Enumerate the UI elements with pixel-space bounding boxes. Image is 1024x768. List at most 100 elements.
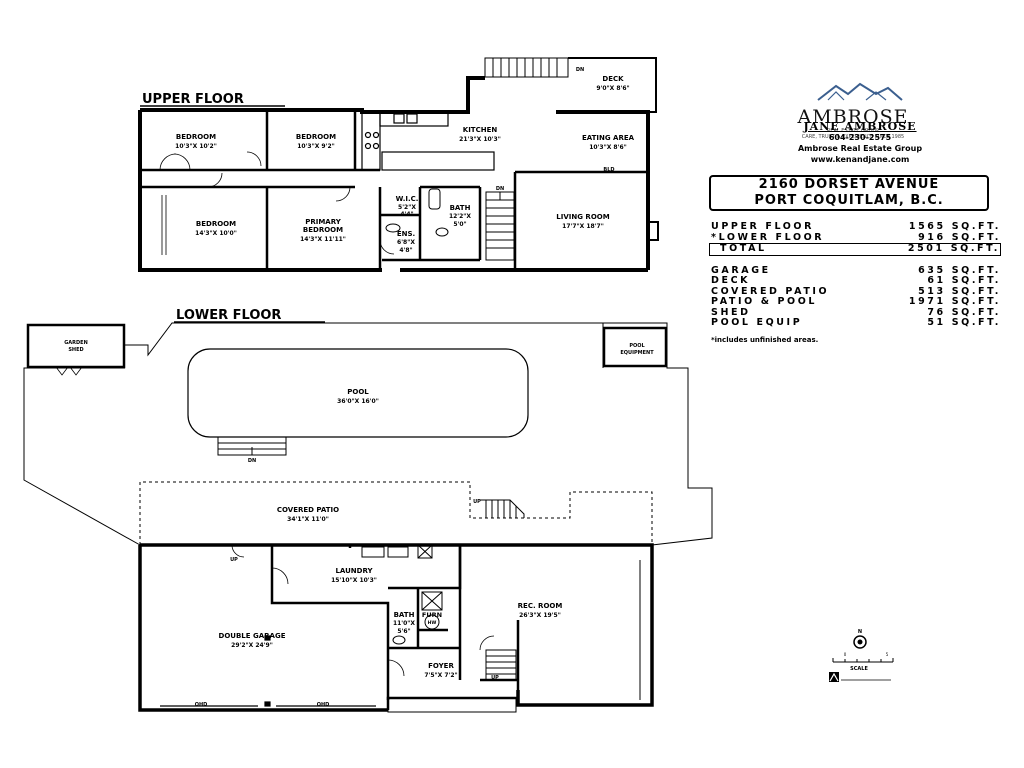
area-unit: SQ.FT.: [951, 306, 1001, 318]
garage-size: 29'2"X 24'9": [231, 642, 273, 649]
shed-name-line2: SHED: [68, 347, 83, 353]
upper-door-swings: [159, 151, 395, 255]
area-unit: SQ.FT.: [951, 221, 1001, 232]
lower-interior-walls: [270, 545, 520, 700]
pool-steps-dn: DN: [248, 458, 256, 464]
area-unit: SQ.FT.: [951, 317, 1001, 328]
pool-equipment-room: [602, 326, 668, 368]
area-unit: SQ.FT.: [951, 231, 1001, 243]
shed-name-line1: GARDEN: [64, 340, 88, 346]
garage-door-marks: [160, 635, 376, 707]
area-value: 635: [918, 264, 946, 276]
rec-room-size: 26'3"X 19'5": [519, 612, 561, 619]
fireplace: [647, 221, 659, 241]
ambrose-logo: AMBROSE REAL ESTATE GROUP CARE, TRUST & …: [788, 80, 918, 140]
ensuite-size-line2: 4'8": [399, 247, 412, 254]
agent-web: www.kenandjane.com: [810, 155, 910, 164]
living-room-size: 17'7"X 18'7": [562, 223, 604, 230]
scale-bar: [832, 658, 894, 663]
area-note: *includes unfinished areas.: [711, 336, 819, 344]
covered-patio-outline: [139, 481, 653, 545]
upper-stairs: [485, 191, 515, 261]
area-value: 916: [918, 231, 946, 243]
upper-bath-fixtures: [385, 188, 449, 237]
upper-bath-size-line2: 5'0": [453, 221, 466, 228]
patio-stairs-up: UP: [473, 499, 481, 505]
area-value: 61: [927, 275, 946, 286]
lower-stairs: [485, 649, 517, 681]
rec-room-name: REC. ROOM: [518, 602, 563, 610]
deck-name: DECK: [602, 75, 624, 83]
info-panel: AMBROSE REAL ESTATE GROUP CARE, TRUST & …: [705, 0, 1010, 768]
laundry-name: LAUNDRY: [335, 567, 373, 575]
upper-exterior-wall-left: [138, 110, 382, 272]
laundry-machines: [361, 544, 443, 645]
garden-shed: [26, 323, 126, 369]
agent-block: JANE AMBROSE 604-230-2575 Ambrose Real E…: [745, 121, 975, 165]
kitchen-size: 21'3"X 10'3": [459, 136, 501, 143]
patio-stairs: [480, 499, 525, 518]
lower-bath-name: BATH: [394, 611, 415, 619]
ensuite-name: ENS.: [397, 230, 415, 238]
address-line1: 2160 DORSET AVENUE: [758, 177, 940, 192]
eating-area-name: EATING AREA: [582, 134, 635, 142]
primary-bedroom-size: 14'3"X 11'11": [300, 236, 346, 243]
area-row-total: TOTAL 2501 SQ.FT.: [709, 243, 1001, 256]
area-unit: SQ.FT.: [950, 243, 1000, 254]
pool-steps: [217, 436, 287, 456]
foyer-size: 7'5"X 7'2": [424, 672, 457, 679]
covered-patio-name: COVERED PATIO: [277, 506, 339, 514]
furnace-label: FURN: [422, 611, 442, 619]
area-label: GARAGE: [711, 264, 771, 276]
lower-door-swings: [231, 544, 495, 677]
bedroom3-size: 14'3"X 10'0": [195, 230, 237, 237]
upper-stairs-dn: DN: [496, 186, 504, 192]
upper-bath-size-line1: 12'2"X: [449, 213, 471, 220]
area-label: DECK: [711, 275, 751, 286]
primary-bedroom-name-line1: PRIMARY: [305, 218, 342, 226]
hot-water-label: HW: [428, 620, 437, 626]
area-unit: SQ.FT.: [951, 296, 1001, 307]
address-line2: PORT COQUITLAM, B.C.: [754, 193, 944, 208]
logo-tagline: CARE, TRUST & EXPERIENCE SINCE 1985: [801, 134, 905, 140]
agent-phone: 604-230-2575: [828, 133, 892, 142]
area-label: TOTAL: [720, 243, 767, 254]
wic-size-line2: 4'4": [400, 211, 413, 218]
logo-brand: AMBROSE: [797, 106, 909, 128]
deck-stairs: [484, 57, 569, 78]
scale-zero: 0: [844, 652, 847, 657]
area-label: UPPER FLOOR: [711, 221, 815, 232]
scale-compass: N 0 5 SCALE: [829, 629, 894, 682]
foyer-name: FOYER: [428, 662, 454, 670]
kitchen-name: KITCHEN: [463, 126, 498, 134]
bedroom2-name: BEDROOM: [296, 133, 336, 141]
lower-bath-size-line1: 11'0"X: [393, 620, 415, 627]
primary-bedroom-name-line2: BEDROOM: [303, 226, 343, 234]
house-roof-icon: [817, 82, 903, 101]
wic-size-line1: 5'2"X: [398, 204, 416, 211]
scale-label: SCALE: [850, 666, 868, 672]
area-value: 513: [918, 285, 946, 297]
lower-floor-heading: LOWER FLOOR: [176, 308, 281, 323]
pool-equip-name-line2: EQUIPMENT: [620, 350, 654, 356]
area-label: SHED: [711, 306, 751, 318]
north-label: N: [858, 629, 862, 635]
garage-door-right-ohd: OHD: [317, 702, 330, 708]
measurer-logo-icon: [829, 672, 891, 682]
lower-stairs-up: UP: [491, 675, 499, 681]
area-value: 2501: [907, 243, 945, 254]
lower-exterior-wall-left: [138, 545, 388, 712]
bedroom2-size: 10'3"X 9'2": [297, 143, 335, 150]
garage-door-left-ohd: OHD: [195, 702, 208, 708]
yard-outline-right: [602, 322, 713, 546]
area-label: COVERED PATIO: [711, 285, 830, 297]
upper-bath-name: BATH: [450, 204, 471, 212]
wic-name: W.I.C.: [396, 195, 419, 203]
